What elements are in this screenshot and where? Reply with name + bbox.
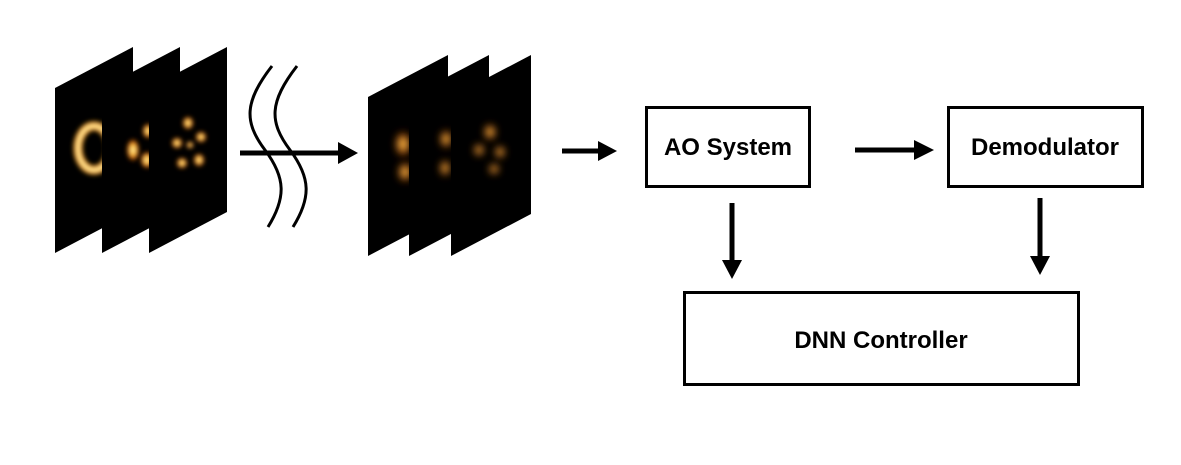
dnn-controller-block: DNN Controller	[683, 291, 1080, 386]
ao-system-block: AO System	[645, 106, 811, 188]
demodulator-label: Demodulator	[971, 134, 1119, 161]
demodulator-block: Demodulator	[947, 106, 1144, 188]
turbulence-wave-left	[248, 65, 283, 228]
arrow-input-to-distorted	[240, 142, 358, 164]
input-mode-frame-petal	[149, 47, 227, 253]
arrow-distorted-to-ao	[562, 141, 617, 161]
ao-system-label: AO System	[664, 134, 792, 161]
distorted-two-lobe-beam	[439, 129, 453, 177]
turbulence-wave-right	[273, 65, 308, 228]
dnn-controller-label: DNN Controller	[794, 327, 967, 354]
arrow-ao-to-demodulator	[855, 140, 934, 160]
distorted-mode-frame-petal	[451, 55, 531, 256]
turbulence-waves	[248, 65, 308, 228]
petal-beam	[171, 116, 207, 169]
distorted-petal-beam	[473, 123, 506, 175]
input-mode-stack	[55, 47, 227, 253]
arrow-ao-to-dnn	[722, 203, 742, 279]
distorted-mode-stack	[368, 55, 531, 256]
arrow-demodulator-to-dnn	[1030, 198, 1050, 275]
